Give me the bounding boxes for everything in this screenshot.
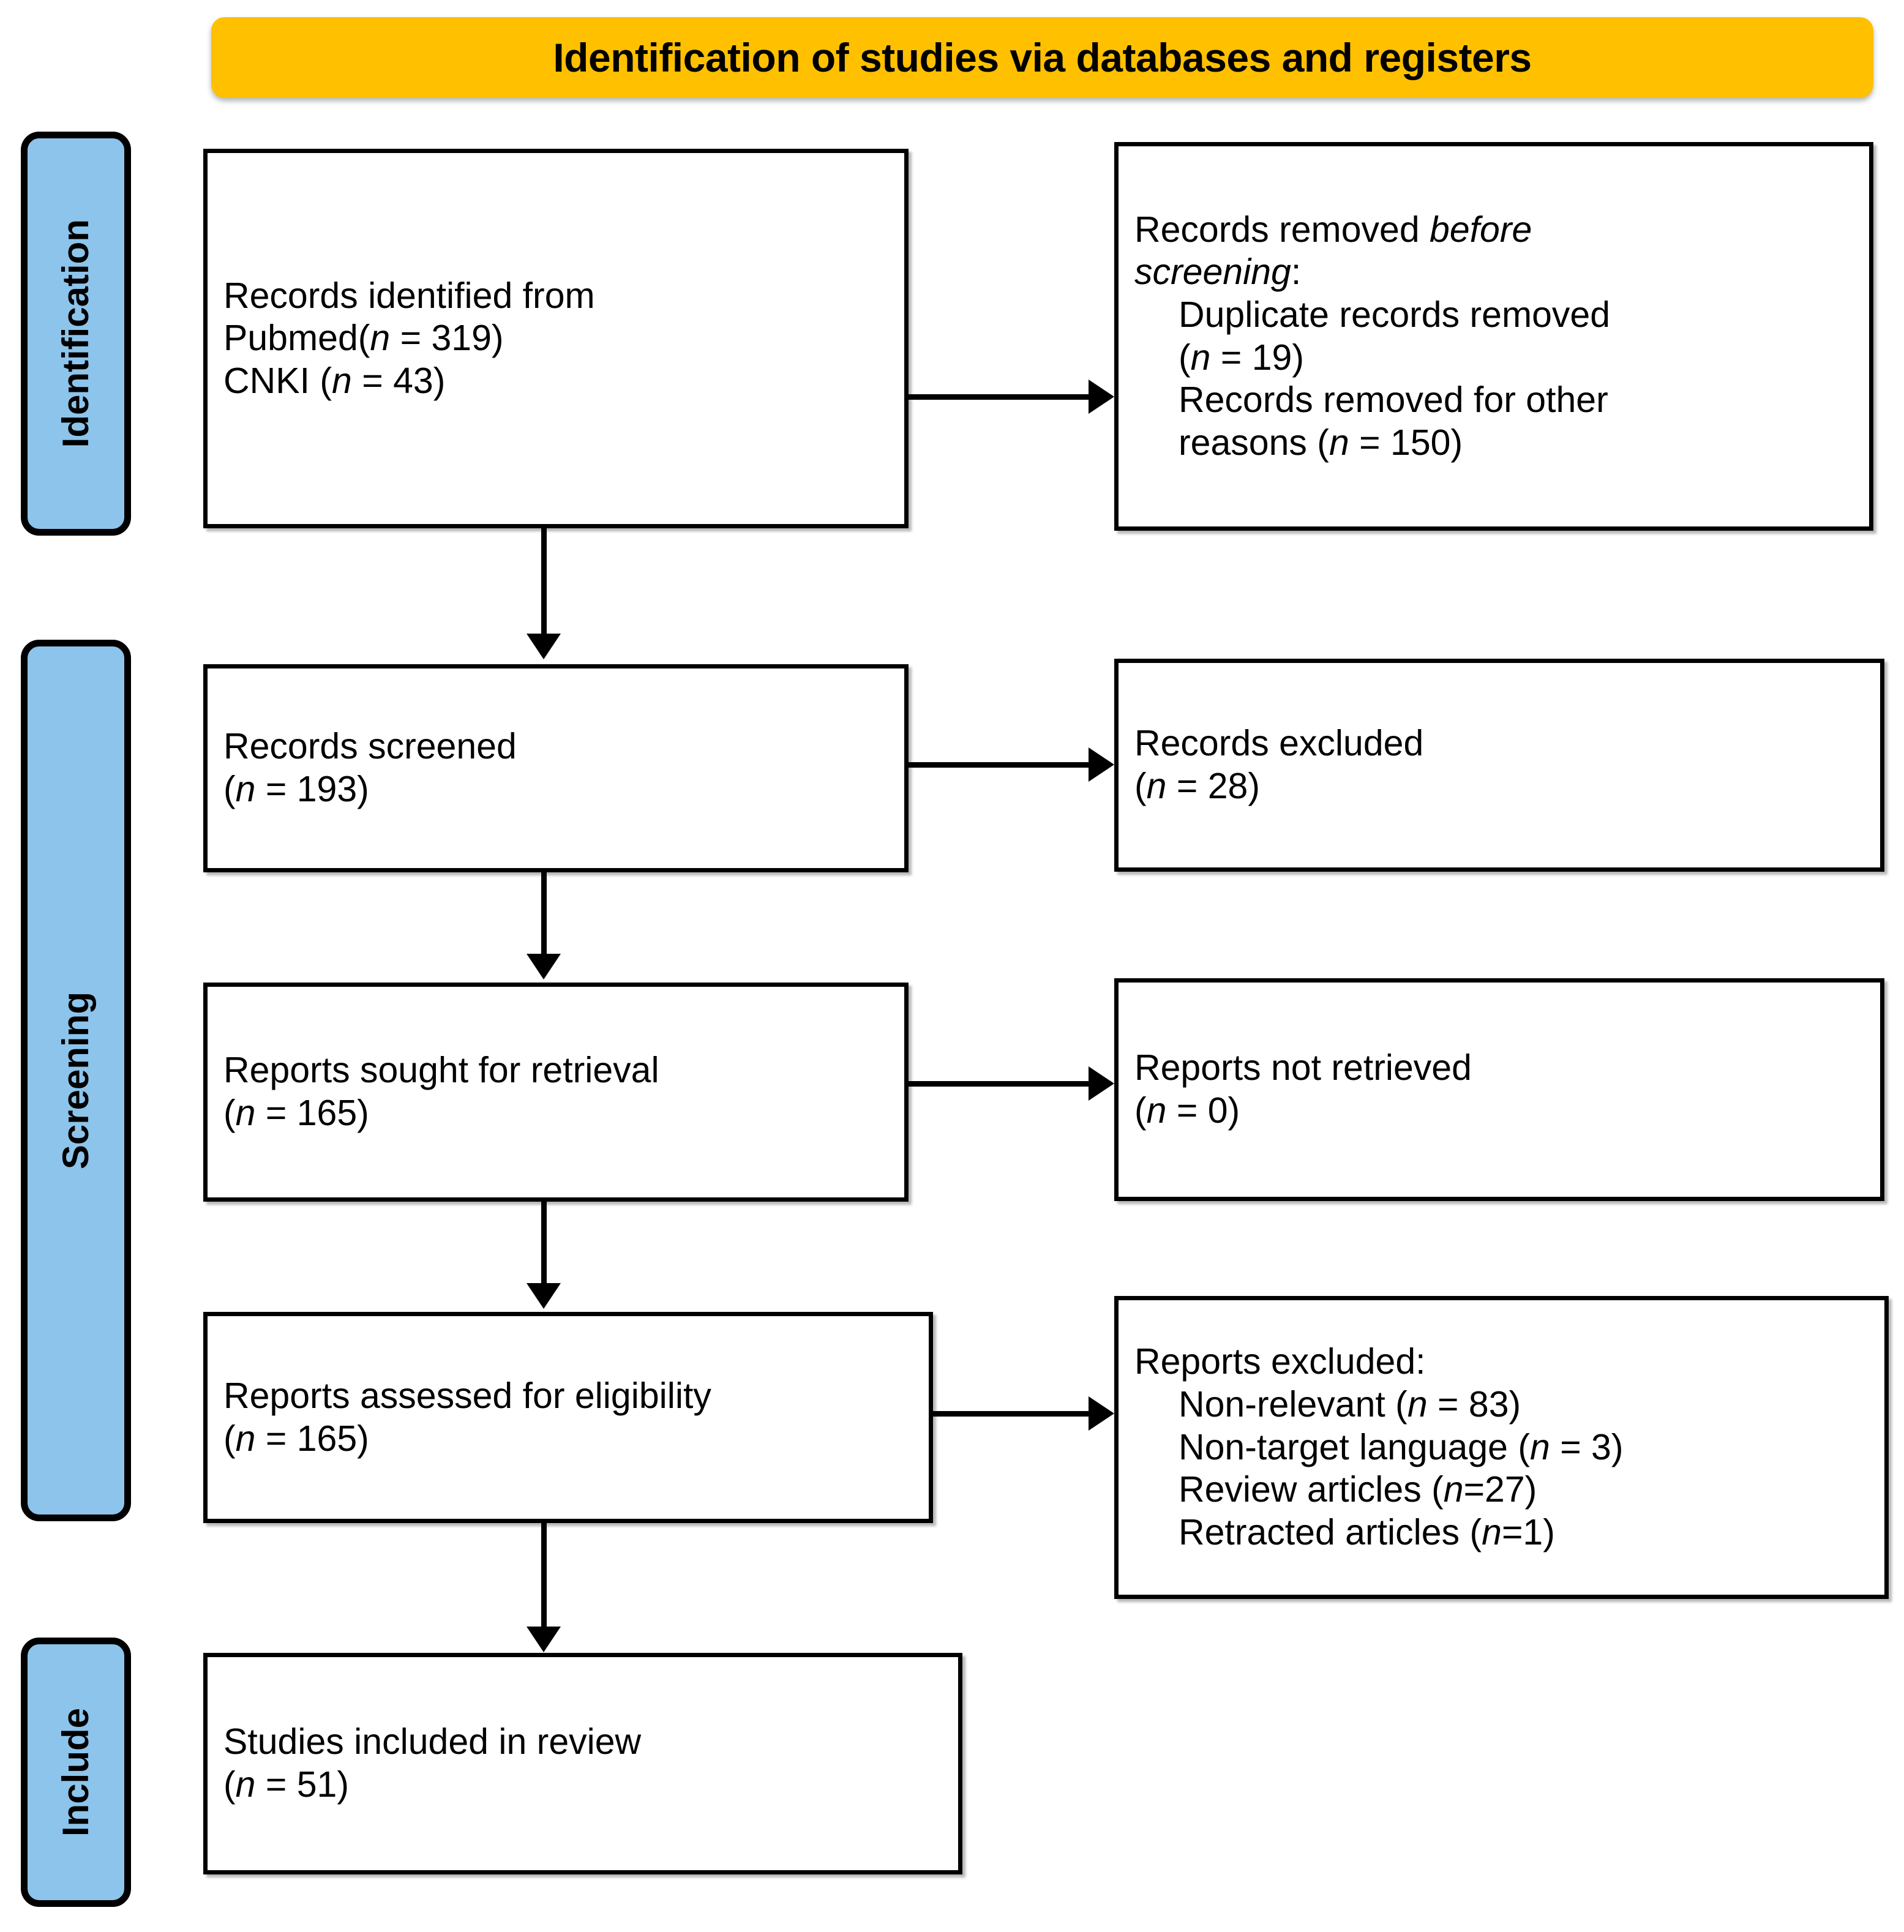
reports-excluded-line2: Non-relevant (n = 83) <box>1179 1384 1521 1425</box>
records-excluded-line2: (n = 28) <box>1134 766 1260 806</box>
phase-label-screening: Screening <box>21 640 131 1521</box>
banner-title: Identification of studies via databases … <box>553 35 1532 80</box>
reports-excluded-line5: Retracted articles (n=1) <box>1179 1511 1555 1552</box>
phase-label-screening-text: Screening <box>55 991 96 1170</box>
records-identified-line3: CNKI (n = 43) <box>223 360 446 401</box>
box-records-removed-before-screening: Records removed before screening: Duplic… <box>1114 142 1873 531</box>
reports-excluded-line3: Non-target language (n = 3) <box>1179 1426 1624 1467</box>
connector-assessed-to-excluded <box>933 1411 1092 1417</box>
reports-sought-line2: (n = 165) <box>223 1093 369 1133</box>
arrowhead-sought-to-not-retrieved <box>1089 1066 1114 1101</box>
arrowhead-screened-to-sought <box>527 954 561 979</box>
removed-before-line3: Duplicate records removed <box>1179 294 1611 335</box>
removed-before-line1: Records removed before <box>1134 209 1532 250</box>
phase-label-include: Include <box>21 1638 131 1907</box>
connector-sought-to-assessed <box>541 1201 547 1287</box>
connector-identified-to-removed <box>909 394 1092 400</box>
reports-not-retrieved-line1: Reports not retrieved <box>1134 1047 1472 1088</box>
arrowhead-identified-to-screened <box>527 634 561 659</box>
records-screened-line1: Records screened <box>223 726 517 767</box>
connector-screened-to-excluded <box>909 762 1092 768</box>
removed-before-line5: Records removed for other <box>1179 380 1608 421</box>
diagram-header-banner: Identification of studies via databases … <box>211 17 1873 98</box>
phase-label-include-text: Include <box>55 1707 96 1837</box>
studies-included-line1: Studies included in review <box>223 1721 642 1762</box>
connector-identified-to-screened <box>541 528 547 637</box>
records-identified-line2: Pubmed(n = 319) <box>223 318 504 359</box>
box-reports-sought: Reports sought for retrieval (n = 165) <box>203 983 909 1202</box>
box-reports-assessed: Reports assessed for eligibility (n = 16… <box>203 1312 933 1523</box>
phase-label-identification-text: Identification <box>55 219 96 448</box>
reports-not-retrieved-line2: (n = 0) <box>1134 1090 1240 1131</box>
removed-before-line4: (n = 19) <box>1179 337 1304 378</box>
box-records-excluded: Records excluded (n = 28) <box>1114 659 1884 872</box>
connector-screened-to-sought <box>541 872 547 957</box>
reports-sought-line1: Reports sought for retrieval <box>223 1050 659 1091</box>
reports-assessed-line2: (n = 165) <box>223 1418 369 1459</box>
arrowhead-identified-to-removed <box>1089 380 1114 414</box>
connector-sought-to-not-retrieved <box>909 1081 1092 1087</box>
reports-excluded-line1: Reports excluded: <box>1134 1341 1426 1382</box>
box-reports-excluded-detail: Reports excluded: Non-relevant (n = 83) … <box>1114 1296 1889 1599</box>
arrowhead-screened-to-excluded <box>1089 747 1114 782</box>
phase-label-identification: Identification <box>21 132 131 536</box>
records-identified-line1: Records identified from <box>223 275 595 316</box>
records-screened-line2: (n = 193) <box>223 769 369 809</box>
box-records-screened: Records screened (n = 193) <box>203 664 909 872</box>
removed-before-line6: reasons (n = 150) <box>1179 422 1463 463</box>
reports-excluded-line4: Review articles (n=27) <box>1179 1469 1537 1510</box>
records-excluded-line1: Records excluded <box>1134 723 1424 764</box>
connector-assessed-to-included <box>541 1523 547 1630</box>
arrowhead-assessed-to-included <box>527 1627 561 1652</box>
arrowhead-sought-to-assessed <box>527 1283 561 1309</box>
removed-before-line2: screening: <box>1134 252 1302 293</box>
box-studies-included: Studies included in review (n = 51) <box>203 1653 962 1874</box>
studies-included-line2: (n = 51) <box>223 1764 349 1805</box>
box-records-identified: Records identified from Pubmed(n = 319) … <box>203 149 909 528</box>
arrowhead-assessed-to-excluded <box>1089 1396 1114 1431</box>
reports-assessed-line1: Reports assessed for eligibility <box>223 1375 711 1416</box>
box-reports-not-retrieved: Reports not retrieved (n = 0) <box>1114 978 1884 1201</box>
